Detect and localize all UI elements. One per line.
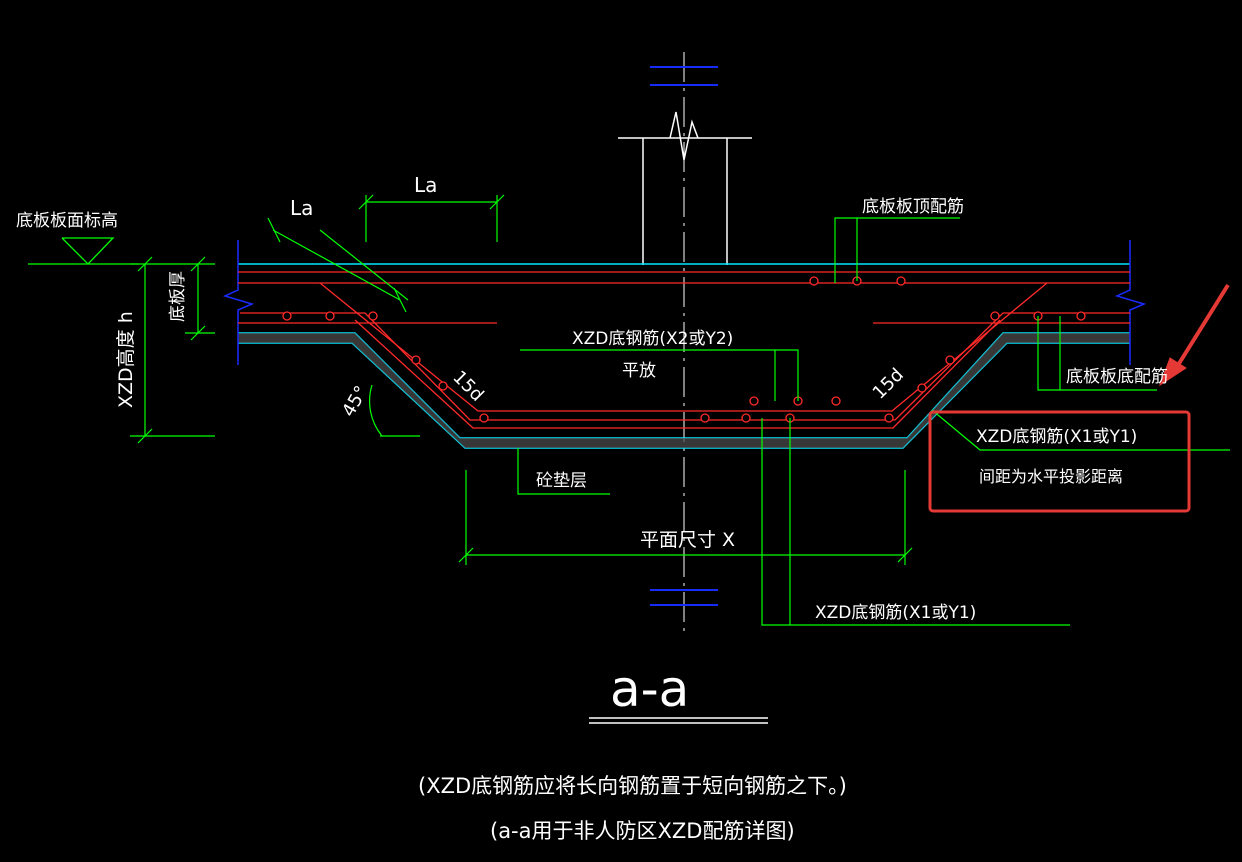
axis-mark-bottom	[650, 589, 718, 606]
xzd-x1y1-bottom-label: XZD底钢筋(X1或Y1)	[815, 603, 976, 623]
slab-top-elevation-label: 底板板面标高	[16, 211, 118, 231]
concrete-cushion	[238, 333, 1130, 448]
cushion-label: 砼垫层	[536, 471, 587, 491]
section-title: a-a	[610, 660, 689, 718]
slab-bottom-rebar-label: 底板板底配筋	[1066, 367, 1168, 387]
note-line-1: (XZD底钢筋应将长向钢筋置于短向钢筋之下。)	[418, 774, 847, 798]
note-line-2: (a-a用于非人防区XZD配筋详图)	[490, 819, 795, 843]
slab-break-lines	[222, 240, 1147, 365]
15d-left-label: 15d	[448, 367, 487, 406]
la-left-label: La	[290, 196, 313, 220]
axis-mark-top	[650, 66, 718, 86]
15d-right-label: 15d	[869, 364, 908, 403]
highlight-arrow	[1159, 283, 1230, 387]
angle-45-label: 45°	[338, 382, 372, 420]
title-underline	[589, 717, 768, 724]
dimension-lines	[130, 194, 1230, 626]
rebar-dots	[282, 276, 1086, 423]
elevation-marker	[28, 237, 138, 265]
highlight-box	[928, 410, 1191, 513]
slab-top-rebar-label: 底板板顶配筋	[862, 197, 964, 217]
slab-thickness-label: 底板厚	[168, 271, 188, 322]
xzd-x1y1-box-label: XZD底钢筋(X1或Y1)	[976, 427, 1137, 447]
spacing-note-label: 间距为水平投影距离	[979, 467, 1123, 486]
column	[618, 111, 752, 265]
xzd-height-label: XZD高度 h	[115, 311, 137, 408]
plan-size-label: 平面尺寸 X	[640, 529, 735, 551]
rebar-lines	[238, 271, 1130, 429]
la-upper-label: La	[414, 173, 437, 197]
xzd-x2y2-label: XZD底钢筋(X2或Y2)	[572, 329, 733, 349]
flat-label: 平放	[622, 361, 656, 381]
